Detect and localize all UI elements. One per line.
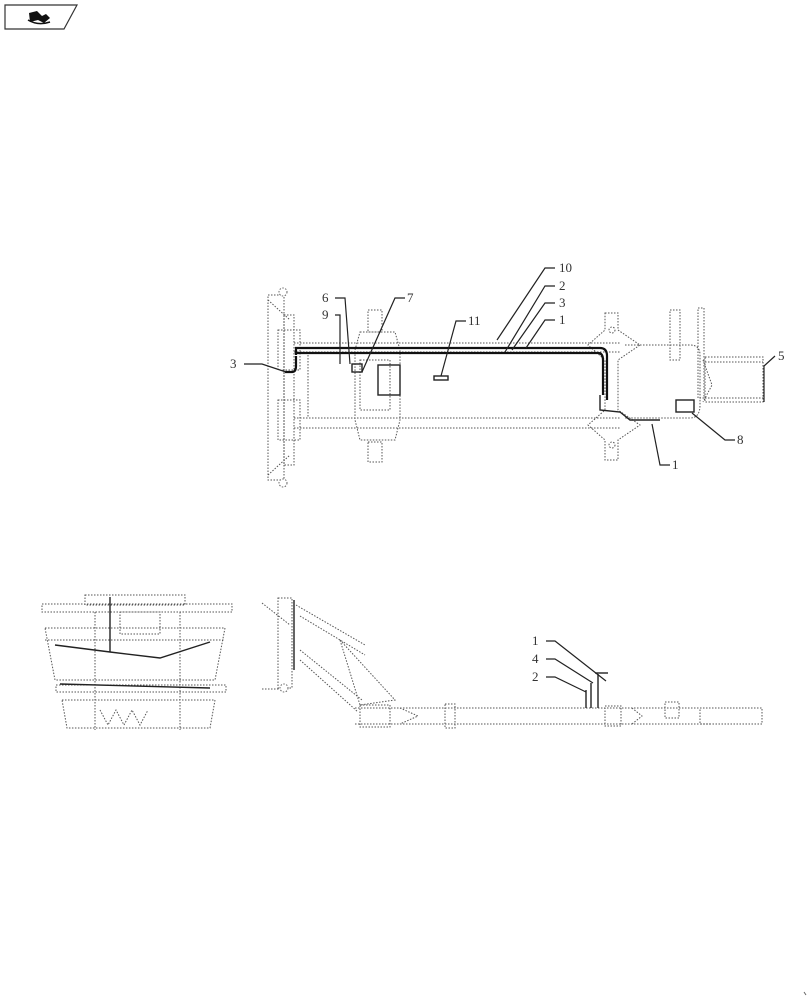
- callout-5: 5: [778, 348, 785, 363]
- part-7-block: [377, 364, 401, 396]
- callout-side-1: 1: [532, 633, 539, 648]
- corner-mark: [803, 991, 807, 996]
- rear-axle: [587, 312, 641, 461]
- part-9-bracket: [351, 363, 363, 373]
- callout-side-4: 4: [532, 651, 539, 666]
- callout-6: 6: [322, 290, 329, 305]
- top-view-chassis: [267, 287, 764, 488]
- rear-frame: [625, 307, 705, 419]
- rear-hopper: [702, 356, 764, 403]
- callout-7: 7: [407, 290, 414, 305]
- callout-11: 11: [468, 313, 481, 328]
- part-8-box: [675, 399, 695, 413]
- return-to-index-icon: [27, 11, 51, 25]
- front-axle: [354, 309, 401, 463]
- part-11-clip: [433, 375, 449, 381]
- callout-side-2: 2: [532, 669, 539, 684]
- side-view: [261, 597, 763, 729]
- callout-3: 3: [559, 295, 566, 310]
- nav-return-badge[interactable]: [4, 4, 78, 30]
- callout-2: 2: [559, 278, 566, 293]
- callout-3-left: 3: [230, 356, 237, 371]
- front-view: [41, 594, 233, 730]
- callout-10: 10: [559, 260, 572, 275]
- callout-9: 9: [322, 307, 329, 322]
- callout-8: 8: [737, 432, 744, 447]
- front-hitch-frame: [267, 287, 301, 488]
- top-view-callouts: 10 2 3 1 7 6 9 11 3 5 8 1: [230, 260, 785, 472]
- hose-main: [294, 346, 609, 400]
- callout-1-bottom: 1: [672, 457, 679, 472]
- callout-1-top: 1: [559, 312, 566, 327]
- side-view-callouts: 1 4 2: [532, 633, 607, 693]
